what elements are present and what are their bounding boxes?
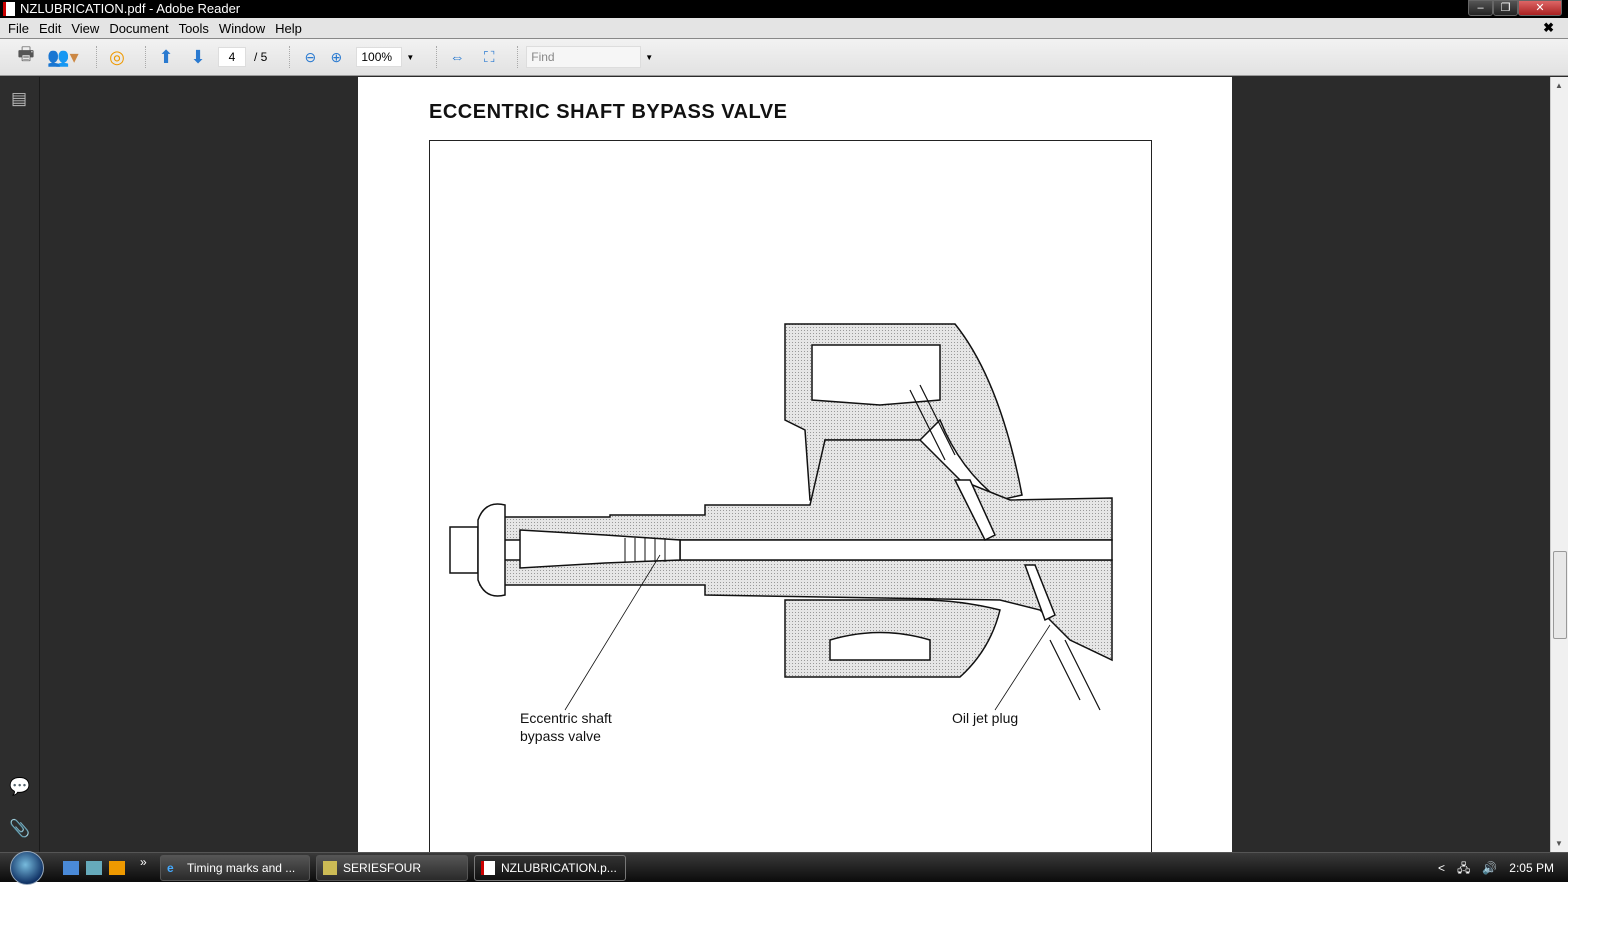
find-dropdown-arrow[interactable]: ▼: [645, 52, 654, 62]
shaft-upper-half: [479, 439, 1113, 541]
total-pages: / 5: [254, 50, 268, 64]
taskbar: » e Timing marks and ... SERIESFOUR NZLU…: [0, 851, 1568, 885]
page-number-input[interactable]: 4: [218, 47, 246, 67]
menu-bar: File Edit View Document Tools Window Hel…: [0, 18, 1568, 39]
vertical-scrollbar[interactable]: ▲ ▼: [1550, 77, 1568, 852]
show-desktop-icon[interactable]: [63, 861, 79, 875]
navigation-panel: ▤ 💬 📎: [0, 77, 40, 852]
pages-icon[interactable]: ▤: [10, 89, 28, 108]
minimize-button[interactable]: –: [1468, 0, 1493, 16]
next-page-icon[interactable]: ⬇: [190, 46, 206, 67]
oil-jet-plug: [1023, 564, 1056, 622]
valve-label-line2: bypass valve: [520, 728, 601, 744]
toolbar: 🖶 👥▾ ◎ ⬆ ⬇ 4 / 5 ⊖ ⊕ 100% ▼ ⇔ ⛶ Find ▼: [0, 39, 1568, 76]
valve-leader-line: [564, 554, 661, 711]
menu-edit[interactable]: Edit: [38, 20, 62, 36]
menu-help[interactable]: Help: [275, 20, 302, 36]
toolbar-separator: [96, 46, 97, 68]
bypass-valve: [519, 529, 681, 569]
collaborate-icon[interactable]: 👥▾: [47, 46, 79, 67]
toolbar-separator: [145, 46, 146, 68]
network-icon[interactable]: 🖧: [1456, 861, 1471, 875]
scroll-up-arrow[interactable]: ▲: [1555, 81, 1563, 90]
menu-tools[interactable]: Tools: [178, 20, 209, 36]
task-label: Timing marks and ...: [187, 861, 296, 875]
title-bar: NZLUBRICATION.pdf - Adobe Reader – ❐ ✕: [0, 0, 1568, 18]
zoom-level-input[interactable]: 100%: [356, 47, 403, 67]
shaft-nut: [449, 526, 479, 574]
fit-page-icon[interactable]: ⛶: [484, 48, 495, 66]
find-input[interactable]: Find: [526, 46, 642, 68]
window-title: NZLUBRICATION.pdf - Adobe Reader: [20, 1, 241, 16]
page-heading: ECCENTRIC SHAFT BYPASS VALVE: [429, 101, 788, 123]
previous-page-icon[interactable]: ⬆: [158, 46, 174, 67]
toolbar-separator: [289, 46, 291, 68]
pdf-icon: [481, 861, 495, 875]
start-button[interactable]: [10, 851, 44, 885]
figure-frame: Eccentric shaft bypass valve Oil jet plu…: [429, 140, 1152, 852]
task-folder[interactable]: SERIESFOUR: [316, 855, 468, 881]
desktop-screen: NZLUBRICATION.pdf - Adobe Reader – ❐ ✕ F…: [0, 0, 1568, 885]
folder-icon: [323, 861, 337, 875]
zoom-in-icon[interactable]: ⊕: [330, 48, 343, 65]
fit-width-icon[interactable]: ⇔: [449, 48, 465, 66]
scrollbar-thumb[interactable]: [1553, 551, 1567, 639]
print-icon[interactable]: 🖶: [17, 44, 35, 64]
menu-view[interactable]: View: [71, 20, 100, 36]
task-adobe-reader[interactable]: NZLUBRICATION.p...: [474, 855, 626, 881]
pdf-file-icon: [3, 2, 15, 16]
task-label: NZLUBRICATION.p...: [501, 861, 617, 875]
switch-windows-icon[interactable]: [86, 861, 102, 875]
valve-label-line1: Eccentric shaft: [520, 710, 612, 726]
volume-icon[interactable]: 🔊: [1482, 861, 1498, 875]
menu-file[interactable]: File: [8, 20, 29, 36]
comments-icon[interactable]: 💬: [9, 777, 31, 796]
document-viewport: ECCENTRIC SHAFT BYPASS VALVE: [41, 77, 1550, 852]
restore-button[interactable]: ❐: [1493, 0, 1518, 16]
toolbar-separator: [517, 46, 519, 68]
scroll-down-arrow[interactable]: ▼: [1555, 839, 1563, 848]
task-label: SERIESFOUR: [343, 861, 422, 875]
quicklaunch-more[interactable]: »: [140, 855, 147, 869]
menu-document[interactable]: Document: [109, 20, 169, 36]
bypass-valve-diagram: [449, 323, 1113, 711]
toolbar-separator: [436, 46, 438, 68]
plug-leader-line: [994, 624, 1051, 711]
tray-expand-button[interactable]: <: [1437, 861, 1445, 875]
pdf-page: ECCENTRIC SHAFT BYPASS VALVE: [358, 77, 1232, 852]
media-player-icon[interactable]: [109, 861, 125, 875]
task-browser[interactable]: e Timing marks and ...: [160, 855, 310, 881]
ie-icon: e: [167, 861, 174, 875]
zoom-out-icon[interactable]: ⊖: [304, 48, 317, 65]
menu-window[interactable]: Window: [218, 20, 266, 36]
system-tray: < 🖧 🔊 2:05 PM: [1438, 853, 1554, 883]
close-document-button[interactable]: ✖: [1543, 20, 1554, 35]
attachments-icon[interactable]: 📎: [9, 819, 31, 838]
secure-share-icon[interactable]: ◎: [109, 46, 125, 67]
oil-jet-plug-label: Oil jet plug: [952, 710, 1019, 726]
shaft-lower-half: [479, 559, 1113, 662]
clock[interactable]: 2:05 PM: [1509, 861, 1554, 875]
close-window-button[interactable]: ✕: [1518, 0, 1562, 16]
zoom-dropdown-arrow[interactable]: ▼: [406, 52, 415, 62]
